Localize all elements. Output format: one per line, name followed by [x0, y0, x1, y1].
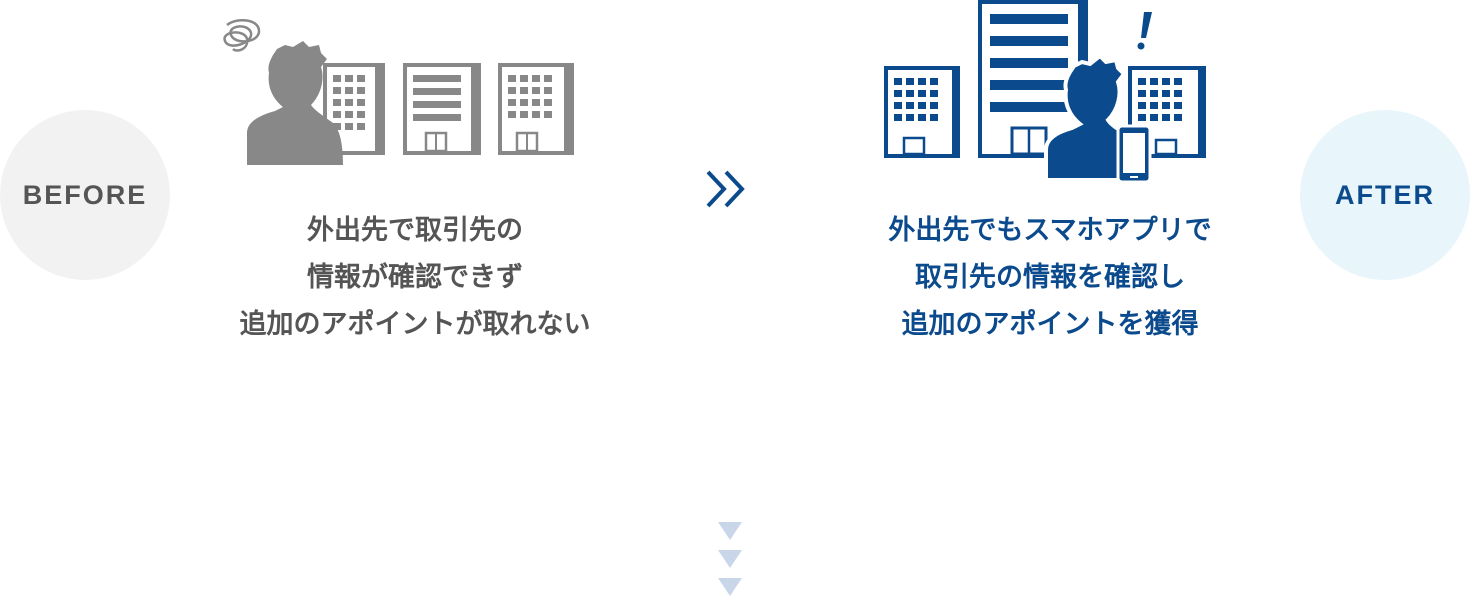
office-building-icon: [403, 63, 481, 155]
person-silhouette-icon: [1044, 53, 1128, 182]
triangle-down-icon: [718, 550, 742, 568]
triangle-down-icon: [718, 522, 742, 540]
triangle-down-icon: [718, 578, 742, 596]
flow-arrows: [718, 522, 742, 596]
person-silhouette-icon: [247, 41, 343, 165]
before-caption-line: 情報が確認できず: [307, 262, 523, 293]
smartphone-icon: [1116, 124, 1152, 184]
before-badge: BEFORE: [0, 110, 170, 280]
after-caption-line: 追加のアポイントを獲得: [901, 309, 1199, 340]
exclamation-icon: [1137, 12, 1152, 50]
before-caption: 外出先で取引先の 情報が確認できず 追加のアポイントが取れない: [150, 207, 680, 348]
before-caption-line: 追加のアポイントが取れない: [239, 309, 591, 340]
after-caption: 外出先でもスマホアプリで 取引先の情報を確認し 追加のアポイントを獲得: [790, 207, 1310, 348]
before-caption-line: 外出先で取引先の: [307, 215, 523, 246]
after-badge-label: AFTER: [1335, 179, 1435, 210]
confused-scribble-icon: [223, 18, 261, 52]
double-chevron-right-icon: [706, 170, 745, 208]
after-illustration: [884, 0, 1206, 184]
after-caption-line: 外出先でもスマホアプリで: [888, 215, 1212, 246]
office-building-icon: [884, 66, 960, 158]
before-badge-label: BEFORE: [22, 179, 148, 210]
before-illustration: [223, 18, 574, 165]
office-building-icon: [323, 63, 385, 155]
after-badge: AFTER: [1300, 110, 1470, 280]
after-caption-line: 取引先の情報を確認し: [915, 262, 1185, 293]
office-building-icon: [498, 63, 574, 155]
